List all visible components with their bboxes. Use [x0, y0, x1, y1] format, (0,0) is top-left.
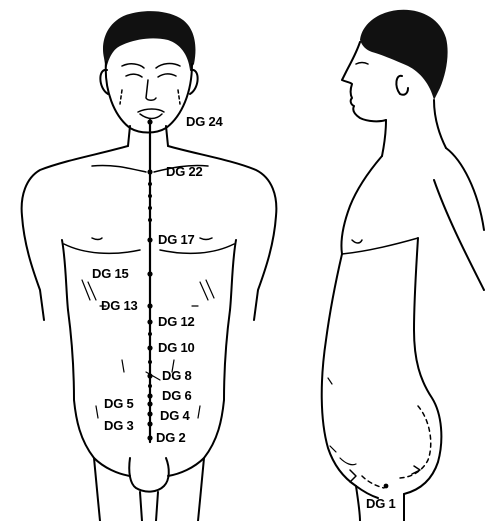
point-dg13 — [147, 303, 152, 308]
point-dg4 — [147, 411, 152, 416]
label-dg5: DG 5 — [104, 397, 134, 411]
point-dg3 — [147, 421, 152, 426]
dg1-path — [398, 406, 431, 478]
point-dg10 — [147, 345, 152, 350]
point-dg6 — [147, 393, 152, 398]
label-dg24: DG 24 — [186, 115, 223, 129]
label-dg4: DG 4 — [160, 409, 190, 423]
side-figure — [322, 10, 484, 521]
point-dg22 — [147, 169, 152, 174]
point-dg15 — [147, 271, 152, 276]
label-dg22: DG 22 — [166, 165, 203, 179]
label-dg1: DG 1 — [366, 497, 396, 511]
label-dg10: DG 10 — [158, 341, 195, 355]
point-dg24 — [147, 119, 152, 124]
front-hair — [103, 11, 195, 70]
point-dg2 — [147, 435, 152, 440]
side-hair — [360, 10, 448, 100]
label-dg3: DG 3 — [104, 419, 134, 433]
point-dg5 — [147, 401, 152, 406]
label-dg2: DG 2 — [156, 431, 186, 445]
front-groin — [129, 458, 169, 492]
label-dg17: DG 17 — [158, 233, 195, 247]
point-dg17 — [147, 237, 152, 242]
dg1-path-2 — [362, 476, 384, 488]
side-shoulder-arm — [446, 148, 484, 230]
point-dg8 — [147, 373, 152, 378]
label-dg12: DG 12 — [158, 315, 195, 329]
label-dg6: DG 6 — [162, 389, 192, 403]
point-dg1 — [384, 484, 389, 489]
label-dg8: DG 8 — [162, 369, 192, 383]
label-dg15: DG 15 — [92, 267, 129, 281]
front-face — [120, 64, 180, 119]
front-left-shoulder-arm — [22, 146, 128, 320]
point-dg12 — [147, 319, 152, 324]
label-dg13: DG 13 — [101, 299, 138, 313]
